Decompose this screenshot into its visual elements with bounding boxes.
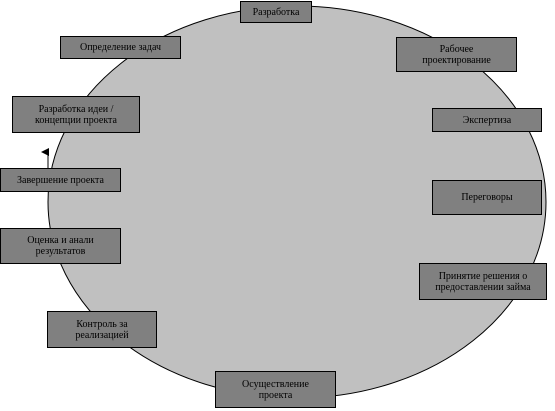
stage-idea-development: Разработка идеи / концепции проекта [12,96,140,133]
stage-working-design: Рабочее проектирование [396,37,517,72]
stage-label: Рабочее проектирование [422,43,491,66]
stage-label: Переговоры [461,192,513,203]
stage-label: Экспертиза [462,114,512,126]
stage-label: Разработка идеи / концепции проекта [35,103,117,126]
stage-label: Контроль за реализацией [75,318,129,341]
stage-label: Разработка [252,6,300,18]
stage-label: Осуществление проекта [242,378,309,401]
stage-negotiations: Переговоры [432,180,542,215]
stage-completion: Завершение проекта [0,168,121,192]
stage-evaluation: Оценка и анали результатов [0,228,121,264]
stage-implementation: Осуществление проекта [215,371,336,408]
stage-label: Принятие решения о предоставлении займа [435,270,531,293]
stage-loan-decision: Принятие решения о предоставлении займа [419,263,547,300]
stage-task-definition: Определение задач [60,36,181,59]
stage-expertise: Экспертиза [432,108,542,132]
stage-label: Определение задач [79,42,162,53]
stage-label: Оценка и анали результатов [27,235,94,257]
stage-label: Завершение проекта [17,174,104,186]
stage-monitoring: Контроль за реализацией [47,311,157,348]
stage-development: Разработка [240,1,312,23]
